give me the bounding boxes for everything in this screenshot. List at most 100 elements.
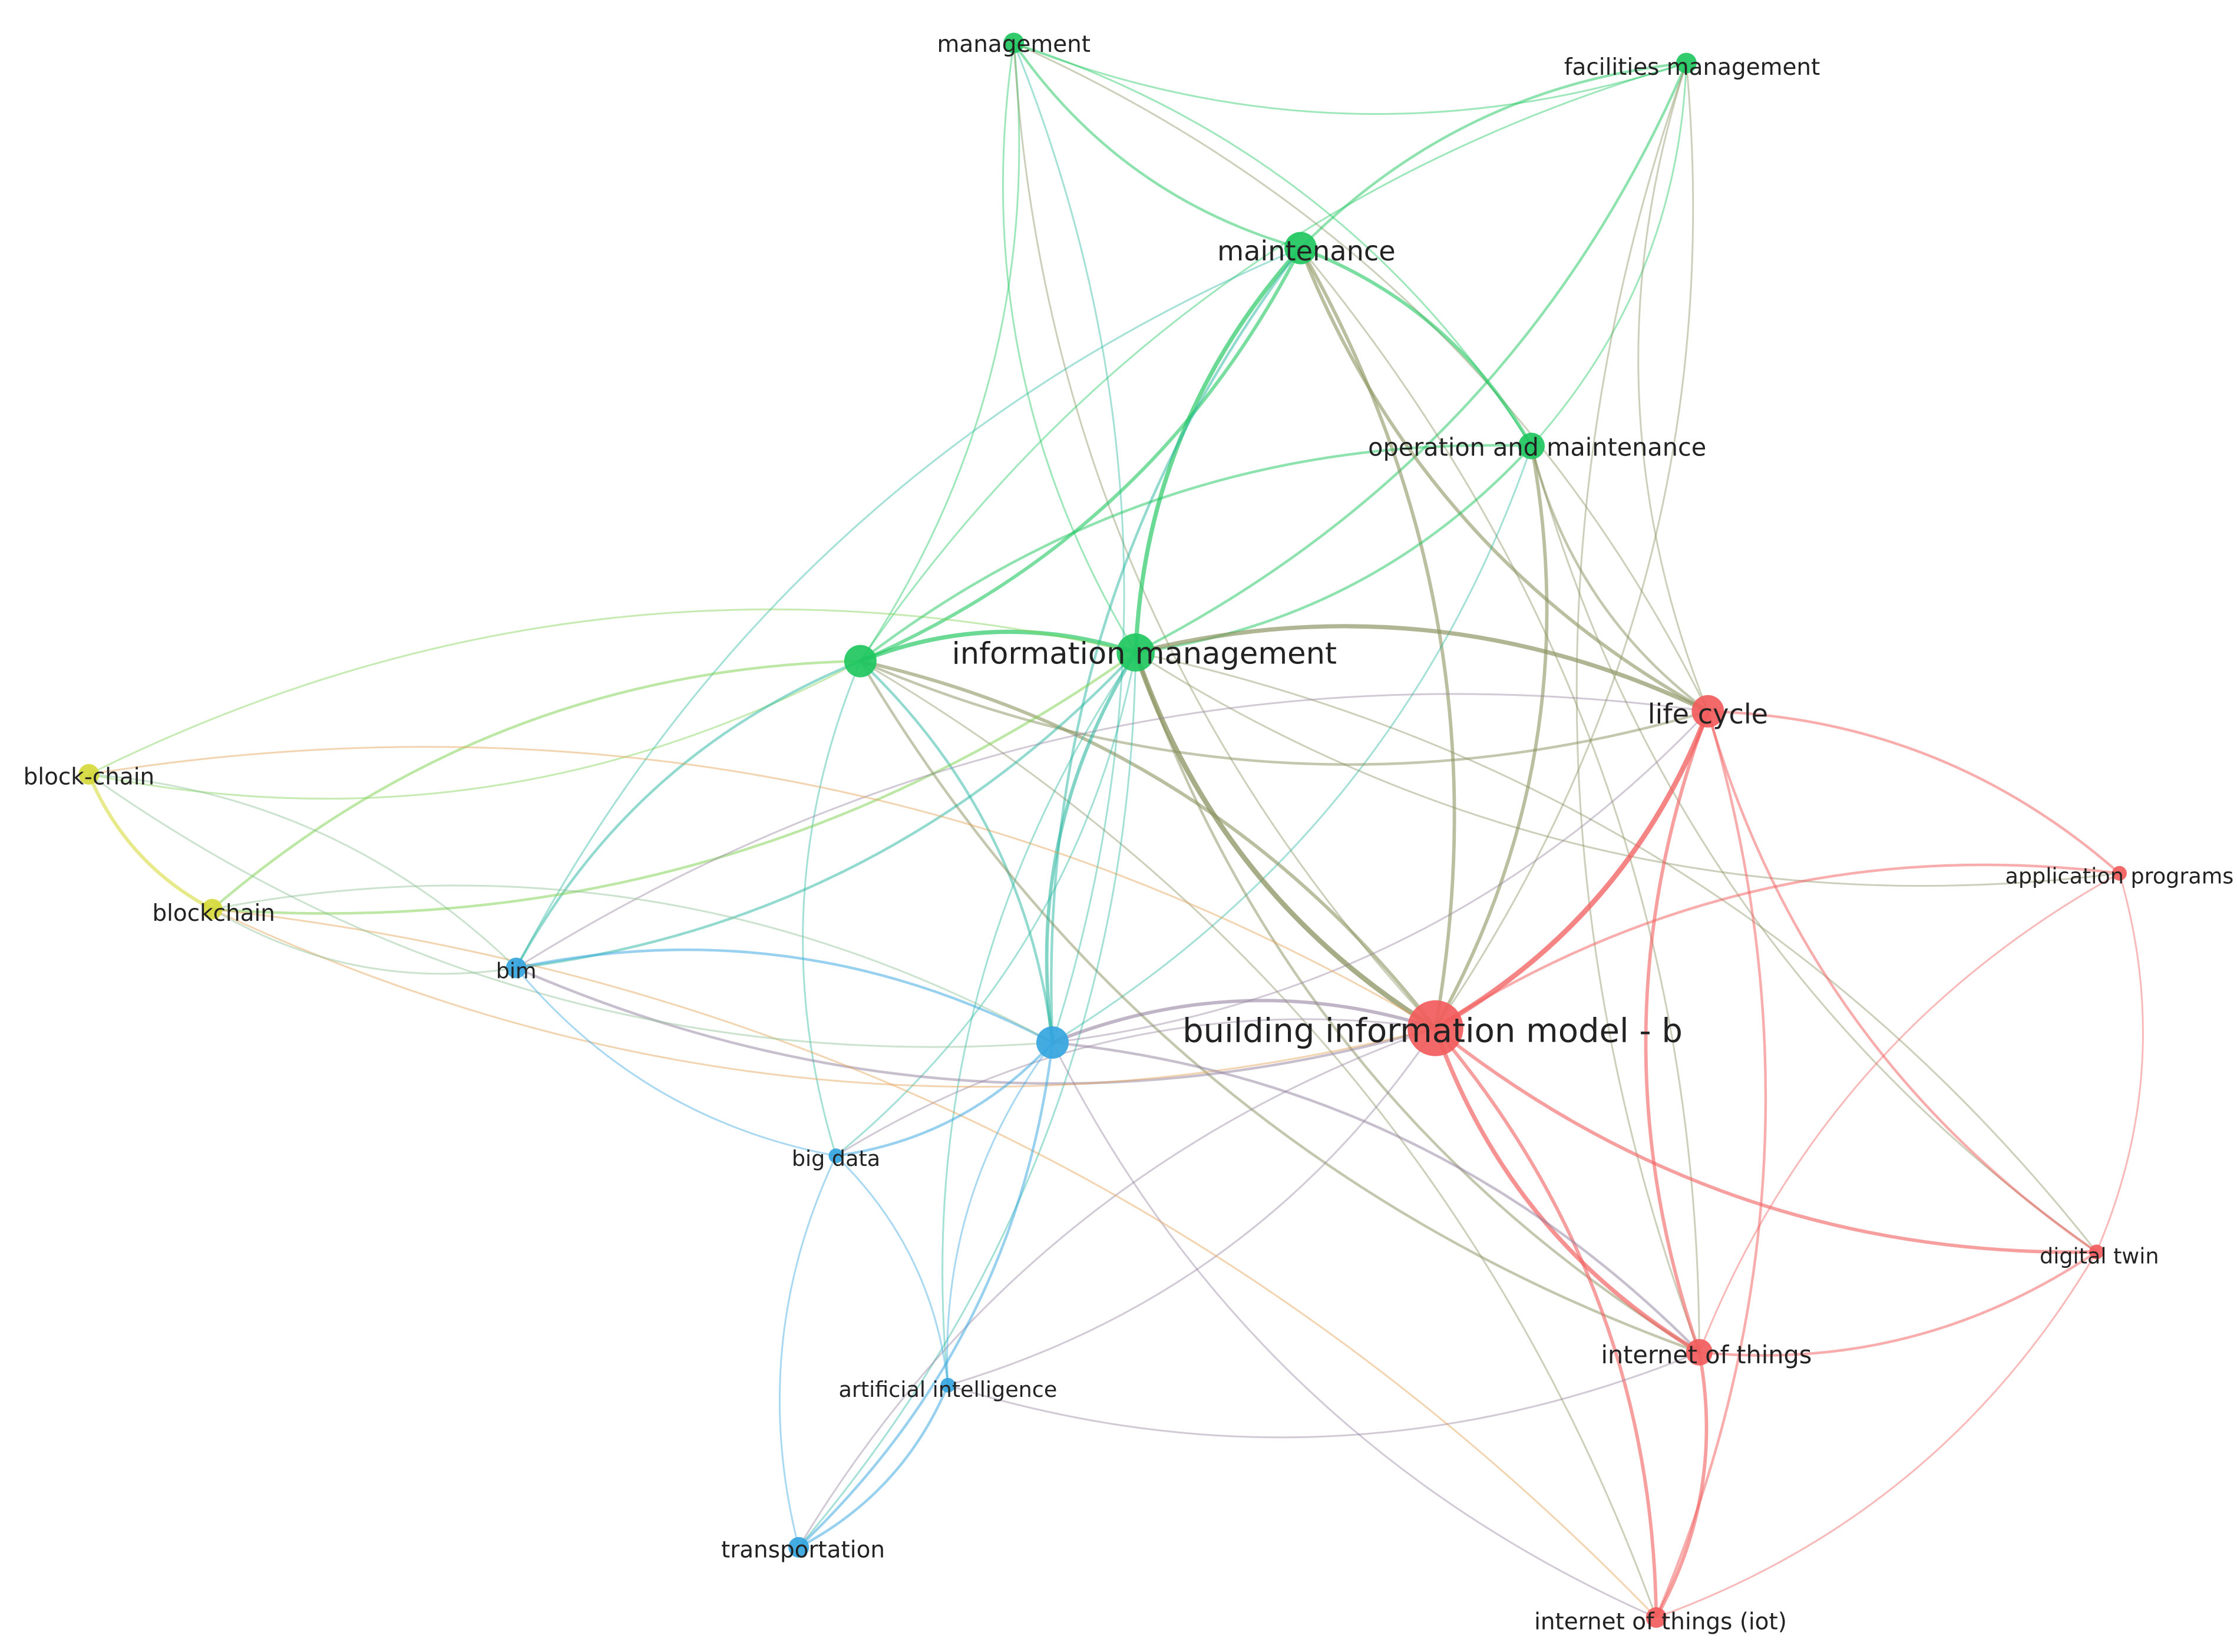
label-blockchain: blockchain [152, 900, 275, 927]
edge-green_unlabeled-block_chain [88, 660, 861, 800]
edge-green_unlabeled-internet_of_things [859, 660, 1700, 1354]
edge-internet_of_things-application_programs [1698, 872, 2120, 1353]
label-big-data: big data [792, 1146, 880, 1171]
edge-green_unlabeled-blockchain [211, 659, 861, 910]
edge-green_unlabeled-life_cycle [860, 660, 1709, 766]
edge-life_cycle-internet_of_things_iot [1655, 711, 1767, 1618]
node-internet-of-things-iot[interactable] [1645, 1607, 1667, 1628]
node-life-cycle[interactable] [1691, 695, 1724, 728]
edge-operation_and_maintenance-blue_unlabeled [1052, 445, 1532, 1043]
node-operation-and-maintenance[interactable] [1518, 432, 1545, 460]
node-block-chain[interactable] [78, 764, 100, 785]
edge-information_management-digital_twin [1135, 652, 2097, 1253]
edge-block_chain-blockchain [87, 774, 213, 911]
edge-maintenance-building_information_model [1299, 247, 1456, 1029]
label-digital-twin: digital twin [2040, 1244, 2159, 1269]
edge-life_cycle-application_programs [1707, 710, 2120, 874]
edge-information_management-blockchain [212, 651, 1136, 915]
label-information-management: information management [952, 636, 1337, 671]
node-information-management[interactable] [1116, 633, 1155, 672]
node-digital-twin[interactable] [2089, 1244, 2104, 1260]
edge-building_information_model-transportation [798, 1027, 1436, 1548]
edge-management-building_information_model [1013, 42, 1436, 1029]
label-transportation: transportation [721, 1537, 885, 1564]
edge-building_information_model-internet_of_things_iot [1434, 1027, 1658, 1618]
edge-internet_of_things-artificial_intelligence [947, 1351, 1700, 1439]
edge-building_information_model-bim [516, 966, 1436, 1085]
edge-management-blue_unlabeled [1013, 42, 1125, 1043]
edge-facilities_management-life_cycle [1637, 62, 1709, 712]
nodes-layer [78, 32, 2127, 1628]
edge-maintenance-operation_and_maintenance [1300, 246, 1534, 447]
node-blue-unlabeled[interactable] [1036, 1026, 1069, 1059]
edge-management-information_management [1002, 42, 1136, 653]
edge-internet_of_things-internet_of_things_iot [1654, 1352, 1709, 1618]
edge-building_information_model-application_programs [1435, 863, 2120, 1030]
edge-building_information_model-big_data [835, 1018, 1436, 1157]
label-facilities-management: facilities management [1564, 54, 1820, 81]
node-artificial-intelligence[interactable] [940, 1377, 956, 1393]
edge-blue_unlabeled-big_data [835, 1042, 1054, 1157]
edge-life_cycle-internet_of_things [1644, 711, 1710, 1353]
edge-big_data-transportation [778, 1155, 837, 1548]
edge-blue_unlabeled-block_chain [88, 774, 1053, 1048]
edge-operation_and_maintenance-green_unlabeled [860, 444, 1532, 662]
node-maintenance[interactable] [1284, 232, 1317, 265]
edge-information_management-internet_of_things [1134, 652, 1700, 1354]
edge-big_data-artificial_intelligence [835, 1155, 949, 1386]
edge-building_information_model-digital_twin [1434, 1026, 2097, 1254]
node-big-data[interactable] [828, 1148, 844, 1164]
label-internet-of-things: internet of things [1601, 1341, 1812, 1369]
edge-information_management-bim [516, 651, 1137, 970]
edge-operation_and_maintenance-digital_twin [1531, 445, 2097, 1253]
edge-maintenance-internet_of_things [1300, 247, 1700, 1353]
node-building-information-model[interactable] [1407, 1000, 1463, 1056]
edge-management-green_unlabeled [860, 42, 1020, 662]
edge-facilities_management-building_information_model [1435, 62, 1694, 1029]
edge-life_cycle-digital_twin [1706, 711, 2097, 1253]
edge-building_information_model-block_chain [88, 746, 1436, 1029]
label-maintenance: maintenance [1217, 235, 1396, 267]
edge-building_information_model-blue_unlabeled [1052, 999, 1436, 1045]
edges-layer [87, 42, 2144, 1618]
edge-building_information_model-internet_of_things [1433, 1027, 1701, 1354]
label-internet-of-things-iot: internet of things (iot) [1534, 1608, 1787, 1635]
node-green-unlabeled[interactable] [844, 645, 877, 678]
label-application-programs: application programs [2005, 864, 2234, 889]
edge-bim-big_data [516, 967, 837, 1157]
node-facilities-management[interactable] [1676, 52, 1697, 74]
edge-building_information_model-artificial_intelligence [947, 1027, 1436, 1386]
edge-internet_of_things-digital_twin [1699, 1251, 2097, 1357]
label-life-cycle: life cycle [1648, 698, 1768, 730]
node-management[interactable] [1003, 32, 1025, 54]
edge-information_management-transportation [798, 652, 1137, 1548]
edge-bim-block_chain [88, 773, 517, 969]
edge-internet_of_things-blue_unlabeled [1052, 1041, 1700, 1353]
edge-facilities_management-operation_and_maintenance [1531, 63, 1687, 447]
edge-internet_of_things_iot-blue_unlabeled [1052, 1042, 1657, 1618]
label-bim: bim [496, 958, 537, 983]
node-transportation[interactable] [788, 1537, 809, 1558]
edge-operation_and_maintenance-life_cycle [1530, 445, 1709, 713]
edge-blue_unlabeled-blockchain [212, 884, 1053, 1043]
edge-green_unlabeled-information_management [860, 629, 1136, 663]
label-operation-and-maintenance: operation and maintenance [1368, 433, 1706, 461]
edge-information_management-life_cycle [1135, 624, 1709, 713]
node-application-programs[interactable] [2112, 865, 2127, 881]
node-blockchain[interactable] [201, 898, 223, 920]
edge-management-maintenance [1012, 42, 1301, 250]
edge-maintenance-green_unlabeled [860, 247, 1303, 663]
node-bim[interactable] [505, 957, 527, 979]
edge-building_information_model-blockchain [212, 908, 1436, 1088]
edge-information_management-building_information_model [1133, 652, 1437, 1030]
edge-information_management-block_chain [88, 608, 1136, 775]
node-internet-of-things[interactable] [1686, 1339, 1713, 1366]
edge-internet_of_things_iot-digital_twin [1656, 1251, 2097, 1618]
edge-facilities_management-information_management [1135, 62, 1688, 654]
edge-green_unlabeled-big_data [802, 660, 861, 1157]
edge-blue_unlabeled-transportation [798, 1042, 1054, 1548]
edge-bim-blockchain [212, 908, 517, 975]
edge-information_management-artificial_intelligence [941, 652, 1136, 1386]
edge-application_programs-digital_twin [2096, 873, 2144, 1253]
